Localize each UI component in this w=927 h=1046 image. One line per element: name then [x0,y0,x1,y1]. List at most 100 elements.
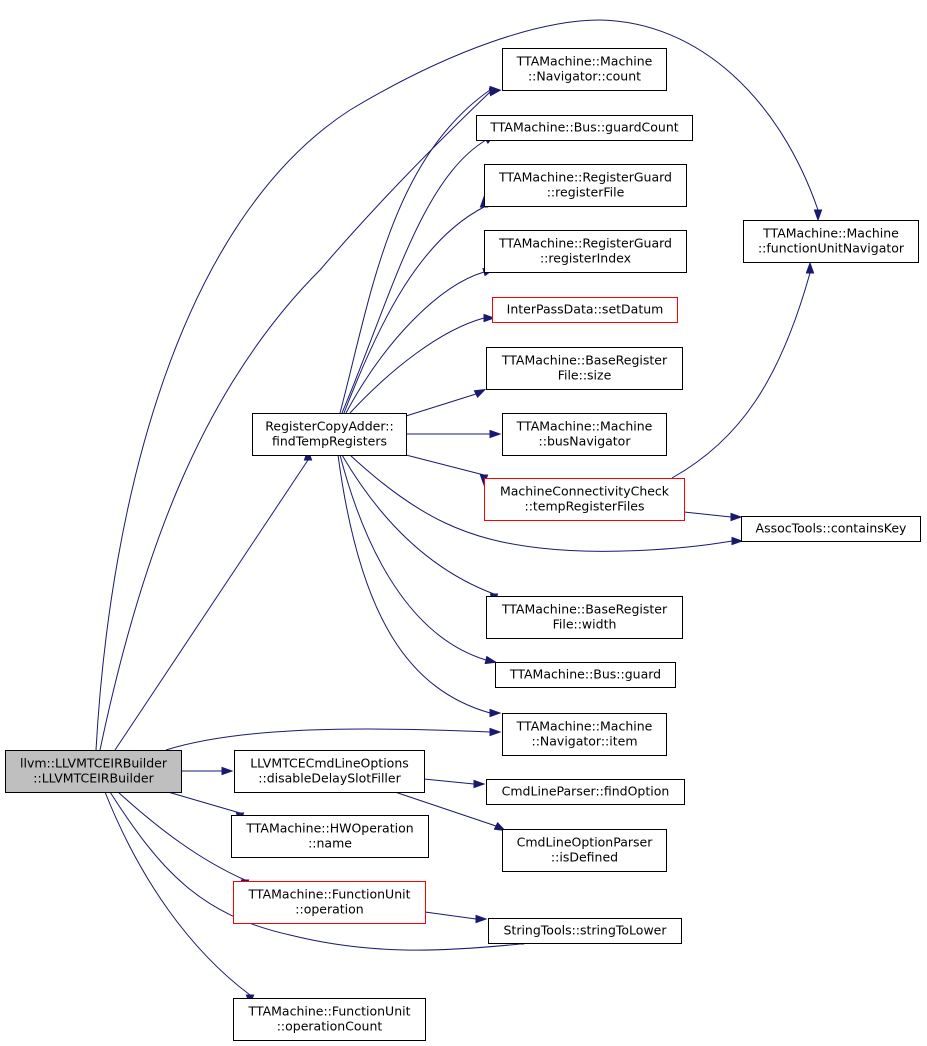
node-box[interactable] [492,297,678,323]
node-label: TTAMachine::Bus::guardCount [489,120,678,135]
node-guardCount[interactable]: TTAMachine::Bus::guardCount [476,115,693,141]
node-containsKey[interactable]: AssocTools::containsKey [741,516,921,542]
edge-fuOperation-to-strLower [424,911,488,924]
edge-findTemp-to-navCount [339,85,502,414]
node-root[interactable]: llvm::LLVMTCEIRBuilder::LLVMTCEIRBuilder [5,750,182,793]
node-box[interactable] [486,347,683,390]
node-regIndex[interactable]: TTAMachine::RegisterGuard::registerIndex [484,230,687,273]
edge-line [345,271,485,414]
node-box[interactable] [476,115,693,141]
edge-findTemp-to-setDatum [349,313,496,414]
node-hwName[interactable]: TTAMachine::HWOperation::name [231,815,429,858]
edge-findTemp-to-navItem [337,454,502,718]
node-fuOperation[interactable]: TTAMachine::FunctionUnit::operation [233,881,426,924]
edge-line [405,393,477,417]
node-label: TTAMachine::BaseRegister [501,353,668,368]
node-label: ::Navigator::count [528,69,641,84]
edge-disableDelay-to-findOption [423,778,486,789]
node-box[interactable] [502,413,667,456]
node-label: ::registerIndex [540,251,631,266]
arrowhead-icon [483,313,496,323]
node-label: ::disableDelaySlotFiller [258,771,401,786]
node-box[interactable] [488,918,682,944]
edge-line [114,459,309,751]
node-navCount[interactable]: TTAMachine::Machine::Navigator::count [502,48,667,91]
arrowhead-icon [484,655,498,665]
node-box[interactable] [484,230,687,273]
arrowhead-icon [730,512,743,522]
node-navItem[interactable]: TTAMachine::Machine::Navigator::item [502,713,667,756]
node-label: ::registerFile [547,185,625,200]
edge-findTemp-to-rfSize [405,388,487,417]
edge-line [339,454,487,661]
node-box[interactable] [234,750,425,793]
node-label: StringTools::stringToLower [503,923,667,938]
edge-tempRF-to-containsKey [683,511,743,522]
node-label: TTAMachine::Machine [762,226,899,241]
arrowhead-icon [731,536,744,546]
edge-line [337,454,491,714]
node-box[interactable] [741,516,921,542]
edge-tempRF-to-fuNav [671,261,815,479]
edge-line [671,272,811,479]
node-box[interactable] [495,662,676,688]
edge-line [99,91,491,751]
node-label: ::LLVMTCEIRBuilder [33,771,154,786]
node-isDefined[interactable]: CmdLineOptionParser::isDefined [502,829,667,872]
node-box[interactable] [233,998,426,1041]
edge-disableDelay-to-isDefined [394,791,507,832]
edge-line [167,791,241,814]
node-label: LLVMTCECmdLineOptions [250,756,409,771]
node-label: TTAMachine::RegisterGuard [498,236,672,251]
node-box[interactable] [231,815,429,858]
node-label: RegisterCopyAdder:: [265,419,393,434]
arrowhead-icon [473,779,486,789]
node-box[interactable] [502,48,667,91]
arrowhead-icon [813,209,823,222]
node-disableDelay[interactable]: LLVMTCECmdLineOptions::disableDelaySlotF… [234,750,425,793]
arrowhead-icon [489,708,502,718]
node-box[interactable] [486,596,683,639]
edge-line [405,454,485,476]
node-busGuard[interactable]: TTAMachine::Bus::guard [495,662,676,688]
node-box[interactable] [502,829,667,872]
node-box[interactable] [743,220,919,263]
edge-line [104,791,251,996]
node-strLower[interactable]: StringTools::stringToLower [488,918,682,944]
node-box[interactable] [484,478,685,521]
node-busNav[interactable]: TTAMachine::Machine::busNavigator [502,413,667,456]
node-fuOpCount[interactable]: TTAMachine::FunctionUnit::operationCount [233,998,426,1041]
edge-findTemp-to-busNav [406,429,502,439]
edge-root-to-navItem [165,727,502,751]
node-label: findTempRegisters [272,434,387,449]
node-box[interactable] [486,779,685,805]
node-box[interactable] [502,713,667,756]
node-box[interactable] [252,413,407,456]
node-label: File::width [553,617,617,632]
node-findTemp[interactable]: RegisterCopyAdder::findTempRegisters [252,413,407,456]
node-label: TTAMachine::Bus::guard [509,667,661,682]
node-label: TTAMachine::FunctionUnit [248,1004,411,1019]
arrowhead-icon [493,821,507,832]
node-label: TTAMachine::Machine [516,419,653,434]
node-box[interactable] [5,750,182,793]
node-label: TTAMachine::BaseRegister [501,602,668,617]
nodes-layer: llvm::LLVMTCEIRBuilder::LLVMTCEIRBuilder… [5,48,921,1041]
node-findOption[interactable]: CmdLineParser::findOption [486,779,685,805]
node-label: ::tempRegisterFiles [524,499,644,514]
node-label: ::Navigator::item [531,734,637,749]
node-tempRF[interactable]: MachineConnectivityCheck::tempRegisterFi… [484,478,685,521]
node-label: ::busNavigator [539,434,632,449]
node-regFile[interactable]: TTAMachine::RegisterGuard::registerFile [484,164,687,207]
node-box[interactable] [484,164,687,207]
edge-line [683,511,732,518]
node-setDatum[interactable]: InterPassData::setDatum [492,297,678,323]
edge-line [117,791,246,881]
node-box[interactable] [233,881,426,924]
node-fuNav[interactable]: TTAMachine::Machine::functionUnitNavigat… [743,220,919,263]
edge-line [165,728,491,751]
node-label: ::operation [295,902,363,917]
